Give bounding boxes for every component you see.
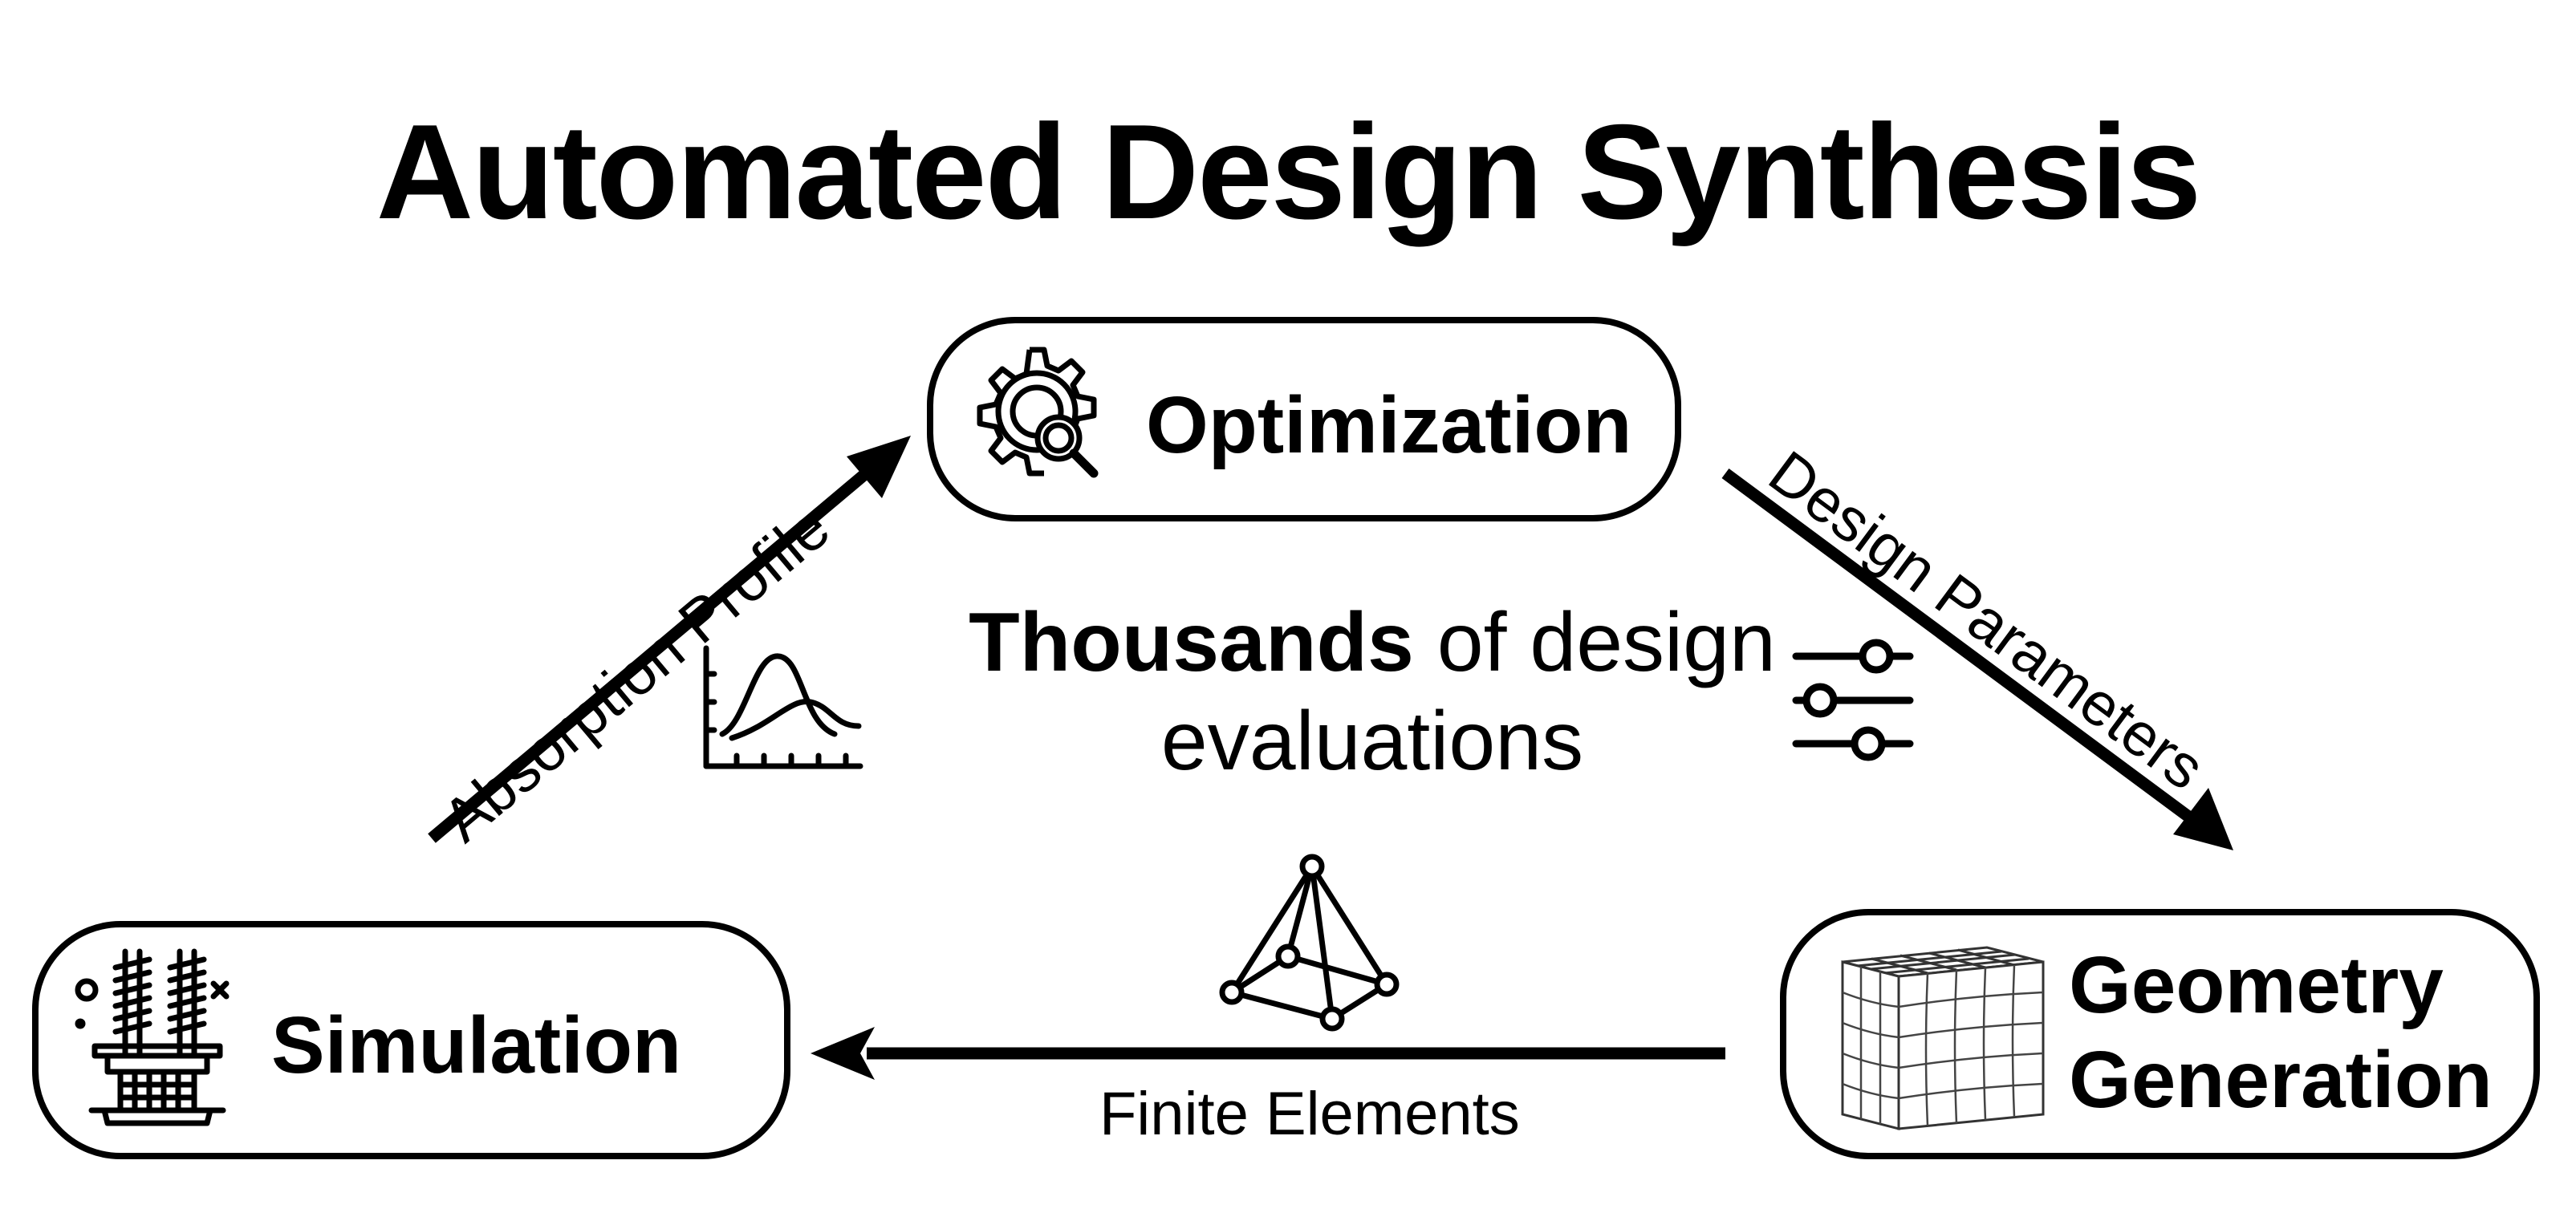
lattice-block-icon [1841,946,2045,1130]
gear-magnifier-icon [977,347,1099,478]
sliders-icon [1792,639,1914,761]
geometry-generation-node: Geometry Generation [1780,909,2540,1159]
simulation-label: Simulation [271,1000,682,1090]
geometry-label-line2: Generation [2069,1035,2493,1125]
center-caption: Thousands of design evaluations [867,594,1878,790]
arrow-simulation-to-optimization [428,436,911,843]
optimization-node: Optimization [927,317,1681,521]
diagram-title: Automated Design Synthesis [376,96,2201,247]
arrow-geometry-to-simulation [811,1027,1725,1080]
center-caption-bold: Thousands [969,596,1414,689]
distribution-curve-icon [703,645,863,769]
arrow-optimization-to-geometry [1721,468,2233,850]
edge-label-finite-elements: Finite Elements [1099,1080,1520,1148]
geometry-label-line1: Geometry [2069,940,2444,1030]
tetrahedron-mesh-icon [1219,854,1400,1032]
center-caption-rest: of design [1413,596,1776,689]
simulation-node: Simulation [32,921,790,1159]
simulation-rig-icon [75,948,230,1126]
center-caption-line2: evaluations [1160,694,1584,788]
optimization-label: Optimization [1146,380,1632,470]
